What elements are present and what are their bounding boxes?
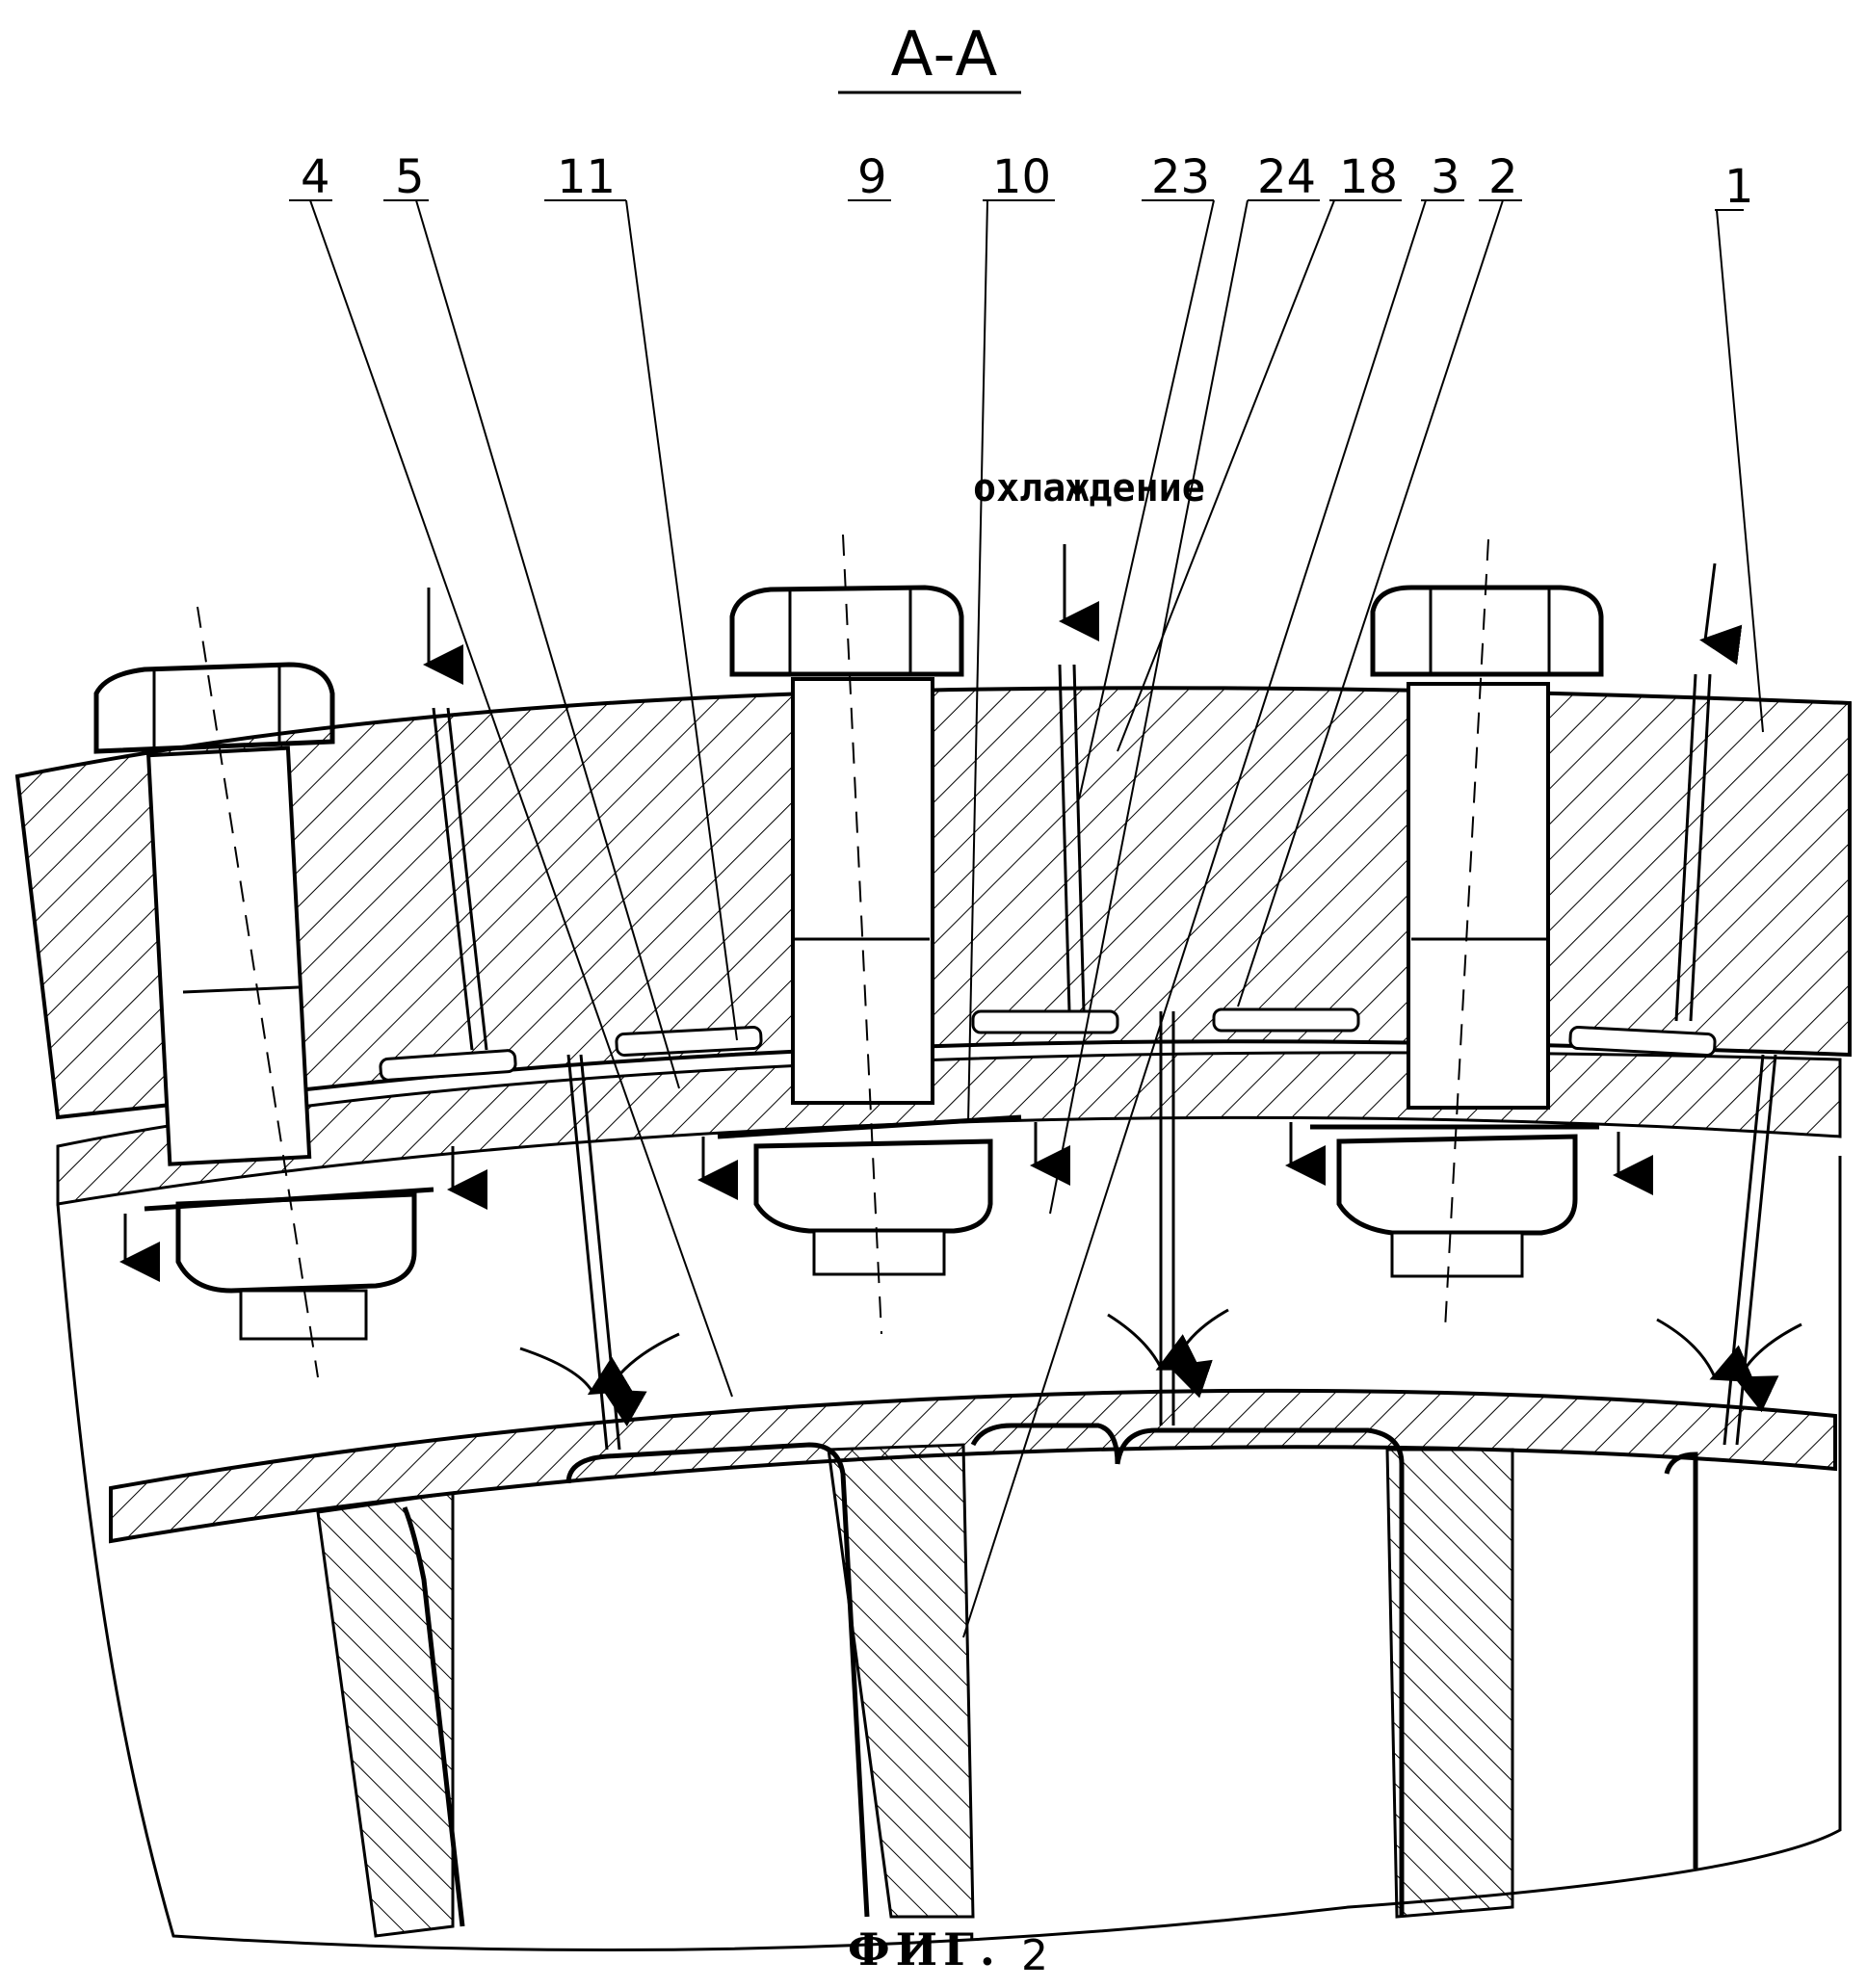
label-5: 5: [395, 150, 425, 204]
leader-11: [625, 199, 738, 1041]
inner-casing-ring: [109, 1388, 1837, 1544]
seal-plates: [379, 1007, 1717, 1082]
vane-right: [1385, 1448, 1514, 1919]
bolt-right: [1310, 538, 1604, 1330]
label-2: 2: [1488, 150, 1518, 204]
leader-1: [1716, 209, 1764, 733]
leader-5: [415, 199, 680, 1089]
passage-4: [402, 1506, 465, 1927]
leader-labels: 4 5 11 9 10 23 24 18 3 2 1: [289, 150, 1764, 1638]
label-9: 9: [857, 150, 887, 204]
passage-2: [1115, 1427, 1405, 1917]
section-title: А-А: [891, 19, 998, 91]
leader-23: [1078, 199, 1215, 800]
vane-left: [316, 1491, 455, 1938]
leader-4: [309, 199, 733, 1398]
passage-5: [970, 1423, 1120, 1465]
label-11: 11: [557, 150, 616, 204]
leader-2: [1237, 199, 1504, 1007]
vane-center: [827, 1443, 975, 1919]
bolt-center: [717, 534, 1022, 1335]
label-1: 1: [1724, 160, 1754, 214]
figure-caption: ФИГ.: [848, 1923, 1001, 1975]
cooling-arrows: [119, 544, 1743, 1282]
figure-number: 2: [1021, 1931, 1048, 1980]
cooling-channels: [432, 664, 1712, 1051]
leader-10: [967, 199, 988, 1123]
flow-arrows: [519, 1308, 1802, 1427]
leader-3: [962, 199, 1427, 1638]
leader-18: [1117, 199, 1335, 752]
leader-24: [1049, 199, 1249, 1215]
label-23: 23: [1151, 150, 1210, 204]
label-18: 18: [1339, 150, 1398, 204]
cooling-label: охлаждение: [973, 466, 1205, 510]
passage-1: [565, 1442, 870, 1918]
label-4: 4: [301, 150, 330, 204]
label-10: 10: [992, 150, 1051, 204]
label-3: 3: [1431, 150, 1460, 204]
label-24: 24: [1257, 150, 1316, 204]
bolt-left: [93, 606, 434, 1378]
passage-3: [1664, 1452, 1698, 1869]
lower-contour: [56, 1156, 1842, 1952]
seal-ring: [56, 1051, 1842, 1206]
